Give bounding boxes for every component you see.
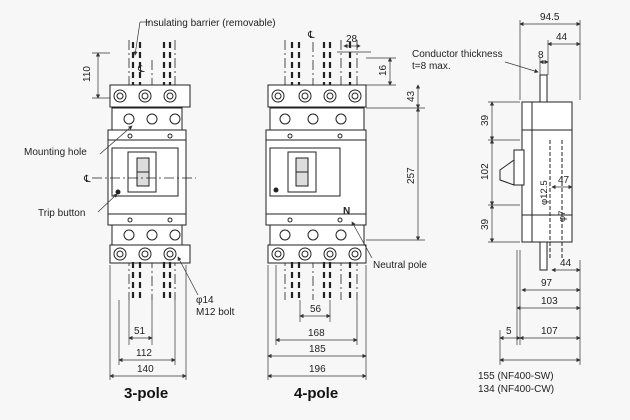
trip-button-label: Trip button bbox=[38, 208, 85, 219]
side-body bbox=[521, 101, 573, 243]
bottom-terminals-4p bbox=[267, 224, 367, 264]
insulating-barrier-label: Insulating barrier (removable) bbox=[145, 18, 276, 29]
side-dimensions bbox=[488, 20, 581, 365]
dim-257: 257 bbox=[406, 167, 417, 184]
dim-8: 8 bbox=[538, 50, 544, 61]
four-pole-dimensions bbox=[267, 43, 425, 380]
dim-196: 196 bbox=[309, 364, 326, 375]
dim-39-bottom: 39 bbox=[480, 218, 491, 230]
note-sw: 155 (NF400-SW) bbox=[478, 371, 554, 382]
centerline-symbol-4p: ℄ bbox=[307, 30, 315, 41]
dim-103: 103 bbox=[541, 296, 558, 307]
dim-94-5: 94.5 bbox=[540, 12, 560, 23]
bottom-terminals-3p bbox=[109, 224, 191, 264]
dim-107: 107 bbox=[541, 326, 558, 337]
four-pole-view bbox=[265, 40, 367, 300]
three-pole-view bbox=[92, 40, 196, 300]
top-terminals-3p bbox=[109, 84, 191, 131]
dim-112: 112 bbox=[136, 348, 152, 359]
three-pole-dimensions bbox=[92, 21, 199, 380]
mounting-hole-label: Mounting hole bbox=[24, 147, 87, 158]
neutral-pole-label: Neutral pole bbox=[373, 260, 427, 271]
neutral-mark: N bbox=[343, 206, 350, 217]
dim-47: 47 bbox=[558, 175, 570, 186]
dim-110: 110 bbox=[82, 66, 93, 82]
conductor-max-label: t=8 max. bbox=[412, 61, 451, 72]
three-pole-caption: 3-pole bbox=[124, 385, 168, 402]
conductor-thickness-label: Conductor thickness bbox=[412, 49, 503, 60]
dim-56: 56 bbox=[310, 304, 322, 315]
dim-140: 140 bbox=[137, 364, 154, 375]
dim-168: 168 bbox=[308, 328, 325, 339]
labels: Insulating barrier (removable) Mounting … bbox=[24, 18, 554, 402]
centerline-symbol-h: ℄ bbox=[83, 174, 91, 185]
bolt-size-label: M12 bolt bbox=[196, 307, 235, 318]
dim-16: 16 bbox=[378, 64, 389, 76]
side-view bbox=[499, 74, 573, 271]
dim-39-top: 39 bbox=[480, 114, 491, 126]
four-pole-caption: 4-pole bbox=[294, 385, 338, 402]
dim-5: 5 bbox=[506, 326, 512, 337]
dim-phi-7: φ7 bbox=[557, 211, 568, 222]
dim-phi-12-5: φ12.5 bbox=[539, 180, 550, 205]
dim-44-top: 44 bbox=[556, 32, 568, 43]
bolt-dia-label: φ14 bbox=[196, 295, 214, 306]
dim-97: 97 bbox=[541, 278, 553, 289]
dim-28: 28 bbox=[346, 34, 358, 45]
dim-44-bottom: 44 bbox=[560, 258, 572, 269]
note-cw: 134 (NF400-CW) bbox=[478, 384, 554, 395]
top-terminals-4p bbox=[267, 84, 367, 131]
dim-102: 102 bbox=[480, 163, 491, 180]
centerline-symbol-3p: ℄ bbox=[137, 64, 145, 75]
trip-button-marker bbox=[115, 189, 121, 195]
dim-43: 43 bbox=[406, 90, 417, 102]
dim-185: 185 bbox=[309, 344, 326, 355]
dimension-values: 110 51 112 140 28 16 43 257 56 168 185 1… bbox=[82, 12, 572, 375]
dim-51: 51 bbox=[134, 326, 146, 337]
